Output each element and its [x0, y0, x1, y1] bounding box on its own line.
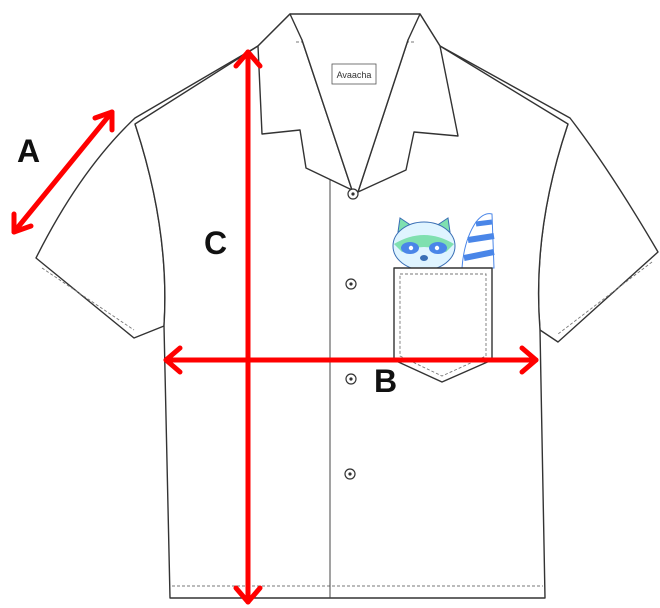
measurement-a-label: A — [17, 133, 40, 169]
brand-label: Avaacha — [331, 63, 377, 85]
brand-label-text: Avaacha — [337, 70, 372, 80]
raccoon-mascot-icon — [392, 213, 495, 271]
measurement-a-arrow — [11, 109, 115, 235]
button — [345, 278, 357, 290]
measurement-b-arrow — [163, 345, 539, 375]
measurement-b-label: B — [374, 363, 397, 399]
button — [344, 468, 356, 480]
measurement-c-arrow — [233, 49, 263, 605]
shirt-body — [134, 13, 569, 599]
button — [345, 373, 357, 385]
chest-pocket — [393, 267, 493, 383]
measurement-c-label: C — [204, 225, 227, 261]
button — [347, 188, 359, 200]
buttons — [344, 188, 359, 480]
